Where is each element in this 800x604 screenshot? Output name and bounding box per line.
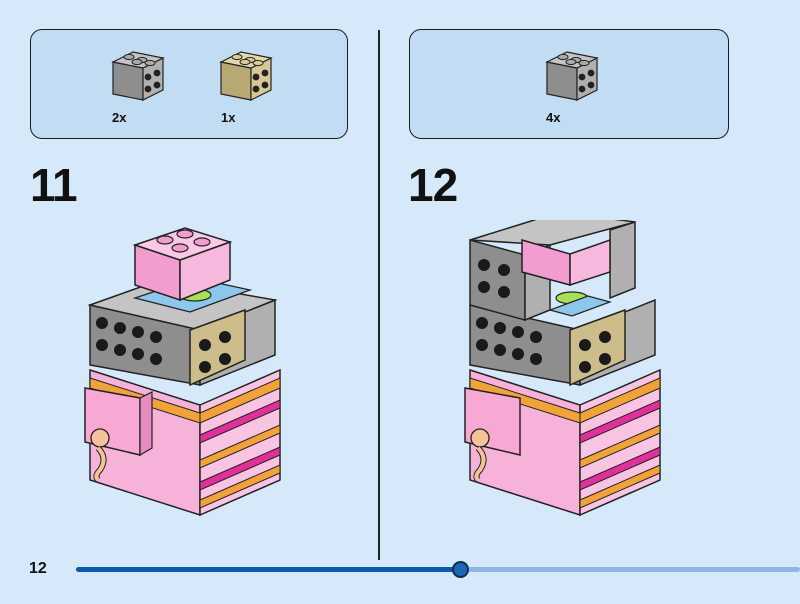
step-number: 11 [30, 159, 78, 211]
progress-fill [76, 567, 460, 572]
part-qty: 1x [221, 110, 236, 125]
progress-bar [76, 561, 800, 578]
part-qty: 2x [112, 110, 127, 125]
gray-2x2-brick-icon [543, 42, 601, 102]
model-illustration-step-11 [80, 220, 290, 525]
model-illustration-step-12 [460, 211, 670, 525]
step-number: 12 [408, 159, 458, 211]
progress-knob [451, 561, 469, 578]
parts-callout-step-12: 4x [409, 29, 729, 139]
step-divider [378, 30, 380, 560]
parts-callout-step-11: 2x 1x [30, 29, 348, 139]
tan-2x2-brick-icon [217, 42, 275, 102]
page-number: 12 [29, 560, 47, 577]
part-qty: 4x [546, 110, 561, 125]
gray-2x2-brick-icon [109, 42, 167, 102]
